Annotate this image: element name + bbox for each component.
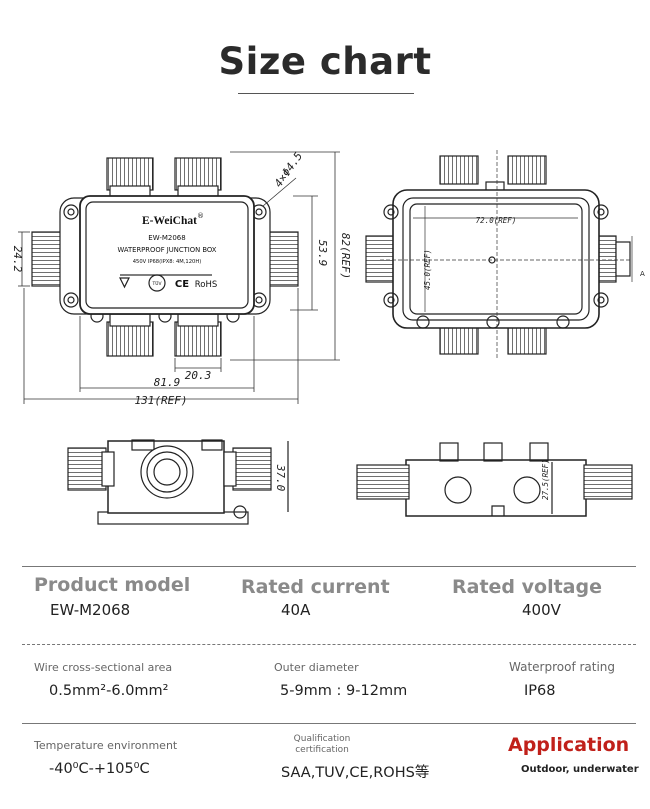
waterproof-rating-label: Waterproof rating [509, 660, 616, 674]
section-depth-dimension: 27.5(REF) [541, 459, 550, 500]
application-label: Application [508, 734, 630, 756]
qualification-value: SAA,TUV,CE,ROHS等 [281, 765, 430, 781]
qualification-label: Qualification certification [284, 734, 360, 756]
inner-height-dimension: 45.0(REF) [423, 249, 432, 290]
depth-dimension: 37.0 [274, 464, 287, 492]
inner-width-dimension: 72.0(REF) [476, 216, 517, 225]
spec-rule-bottom [22, 723, 636, 724]
total-width-dimension: 131(REF) [135, 394, 188, 407]
spec-print: 450V IP68(IPX8: 4M,120H) [133, 259, 202, 265]
wire-area-value: 0.5mm²-6.0mm² [49, 683, 169, 699]
product-print: WATERPROOF JUNCTION BOX [118, 246, 217, 254]
qualification-label-line1: Qualification [293, 734, 351, 744]
brand-name: E-WeiChat [142, 215, 197, 227]
application-value: Outdoor, underwater [521, 764, 639, 775]
side-height-dimension: 24.2 [11, 246, 24, 273]
qualification-label-line2: certification [295, 745, 349, 755]
rated-voltage-value: 400V [522, 601, 561, 619]
spec-rule-top [22, 566, 636, 567]
page-title: Size chart [218, 40, 432, 83]
body-height-dimension: 53.9 [316, 240, 329, 267]
body-width-dimension: 81.9 [154, 376, 181, 389]
outer-diameter-value: 5-9mm : 9-12mm [280, 683, 408, 699]
top-view-dimensions [18, 151, 340, 404]
section-marker: A [640, 270, 645, 278]
waterproof-rating-value: IP68 [524, 683, 556, 699]
inner-dimensions [413, 206, 633, 312]
rohs-mark: RoHS [195, 280, 218, 290]
technical-drawings: E-WeiChat ® EW-M2068 WATERPROOF JUNCTION… [11, 150, 645, 525]
inner-centerlines [380, 150, 630, 360]
rated-current-value: 40A [281, 601, 311, 619]
rated-voltage-label: Rated voltage [452, 576, 602, 598]
tuv-mark: TÜV [152, 280, 162, 287]
rated-current-label: Rated current [241, 576, 390, 598]
inner-view-drawing [365, 155, 631, 355]
temperature-label: Temperature environment [34, 739, 178, 752]
gland-width-dimension: 20.3 [185, 369, 212, 382]
registered-mark: ® [197, 212, 204, 220]
top-view-drawing [31, 157, 299, 357]
model-print: EW-M2068 [148, 234, 185, 242]
ce-mark: CE [175, 279, 189, 290]
side-view-drawing [67, 439, 289, 525]
outer-diameter-label: Outer diameter [274, 661, 359, 674]
product-model-value: EW-M2068 [50, 601, 131, 619]
title-underline [238, 93, 414, 94]
section-view-drawing [356, 442, 633, 517]
spec-rule-mid [22, 644, 636, 645]
wire-area-label: Wire cross-sectional area [34, 661, 173, 674]
product-model-label: Product model [34, 574, 191, 596]
hole-dimension: 4×Φ4.5 [272, 150, 305, 190]
temperature-value: -40⁰C-+105⁰C [49, 761, 150, 777]
ref-height-dimension: 82(REF) [339, 233, 352, 279]
